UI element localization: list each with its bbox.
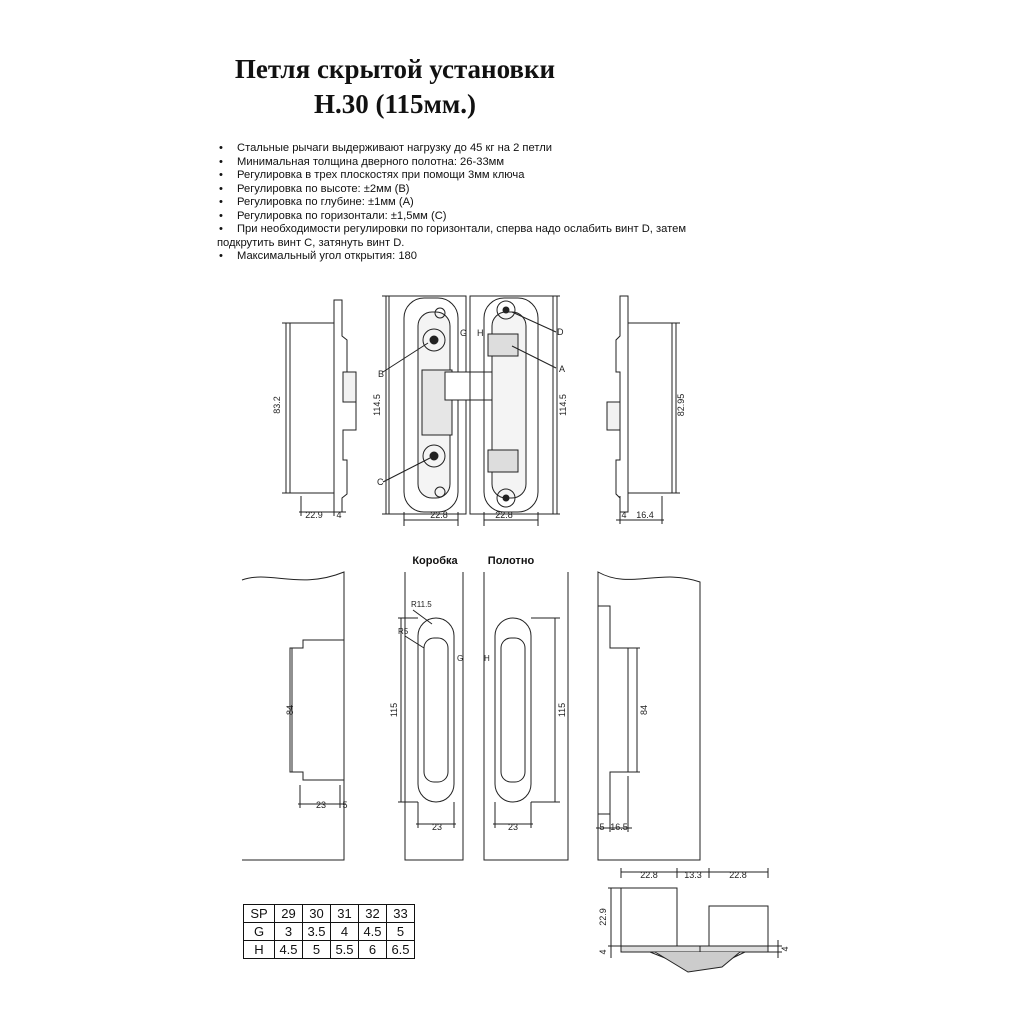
cut-dim-frame-width: 23 [432,822,442,832]
spec-item-adjustment-note: При необходимости регулировки по горизон… [217,223,799,250]
table-row: SP 29 30 31 32 33 [243,904,415,923]
sp-gh-table: SP 29 30 31 32 33 G 3 3.5 4 4.5 5 H 4.5 … [243,904,415,959]
spec-item: Максимальный угол открытия: 180 [217,250,799,264]
table-cell: 5.5 [330,940,359,959]
top-dim-w2: 22.8 [729,870,747,880]
hinge-frame-part [382,295,467,526]
document-title: Петля скрытой установки [234,54,556,84]
table-cell: 3.5 [302,922,331,941]
cutout-leaf-front [483,572,569,861]
hinge-top-view [608,868,782,973]
cut-dim-left-height: 84 [285,705,295,715]
cut-dim-right-width: 16.5 [610,822,628,832]
hinge-side-view-right [606,295,680,524]
top-dim-w1: 22.8 [640,870,658,880]
cutout-frame-front [398,572,464,861]
hinge-side-view-left [282,299,357,516]
top-dim-base-right: 4 [780,946,790,951]
spec-item: Регулировка по горизонтали: ±1,5мм (С) [217,210,799,224]
spec-item: Минимальная толщина дверного полотна: 26… [217,156,799,170]
radius-outer: R11.5 [411,600,432,609]
dim-left-height: 83.2 [272,396,282,414]
table-cell: 5 [386,922,415,941]
label-screw-d: D [557,327,564,337]
table-cell: 30 [302,904,331,923]
cut-dim-right-height: 84 [639,705,649,715]
cut-dim-frame-height: 115 [389,703,399,717]
cut-dim-right-small: 5 [599,822,604,832]
table-cell: G [243,922,275,941]
table-cell: 6.5 [386,940,415,959]
hinge-leaf-part [469,295,560,526]
table-cell: SP [243,904,275,923]
label-h-mid: H [484,654,490,663]
table-cell: 6 [358,940,387,959]
dim-frame-width: 22.8 [430,510,448,520]
table-cell: 4.5 [274,940,303,959]
table-cell: 31 [330,904,359,923]
table-row: H 4.5 5 5.5 6 6.5 [243,940,415,959]
label-g-top: G [460,328,467,338]
top-dim-gap: 13.3 [684,870,702,880]
label-adjust-a: A [559,364,565,374]
cutout-frame-side [241,571,346,861]
dim-left-width: 22.9 [305,510,323,520]
label-frame: Коробка [412,555,458,567]
table-cell: 29 [274,904,303,923]
dim-right-width: 16.4 [636,510,654,520]
table-cell: 3 [274,922,303,941]
spec-note-line-2: подкрутить винт С, затянуть винт D. [217,236,405,249]
label-adjust-c: C [377,477,384,487]
spec-item: Регулировка в трех плоскостях при помощи… [217,169,799,183]
cut-dim-left-small: 5 [342,800,347,810]
table-cell: H [243,940,275,959]
top-dim-height: 22.9 [598,908,608,926]
dim-right-small: 4 [621,510,626,520]
cut-dim-leaf-height: 115 [557,703,567,717]
table-cell: 32 [358,904,387,923]
dim-leaf-width: 22.8 [495,510,513,520]
dim-right-height: 82.95 [676,394,686,417]
label-leaf: Полотно [488,555,535,567]
document-subtitle: Н.30 (115мм.) [313,89,477,119]
table-cell: 5 [302,940,331,959]
cutout-leaf-side [596,571,701,861]
label-h-top: H [477,328,484,338]
table-cell: 4 [330,922,359,941]
label-g-mid: G [457,654,463,663]
table-cell: 4.5 [358,922,387,941]
spec-list: Стальные рычаги выдерживают нагрузку до … [217,142,799,264]
cut-dim-left-width: 23 [316,800,326,810]
spec-item: Регулировка по высоте: ±2мм (B) [217,183,799,197]
radius-inner: R5 [398,627,409,636]
dim-frame-height: 114.5 [372,394,382,416]
spec-item: Регулировка по глубине: ±1мм (А) [217,196,799,210]
table-cell: 33 [386,904,415,923]
spec-item: Стальные рычаги выдерживают нагрузку до … [217,142,799,156]
label-adjust-b: B [378,369,384,379]
dim-left-small: 4 [336,510,341,520]
spec-note-line-1: При необходимости регулировки по горизон… [237,223,687,235]
cut-dim-leaf-width: 23 [508,822,518,832]
dim-leaf-height: 114.5 [558,394,568,416]
top-dim-base-left: 4 [598,949,608,954]
table-row: G 3 3.5 4 4.5 5 [243,922,415,941]
